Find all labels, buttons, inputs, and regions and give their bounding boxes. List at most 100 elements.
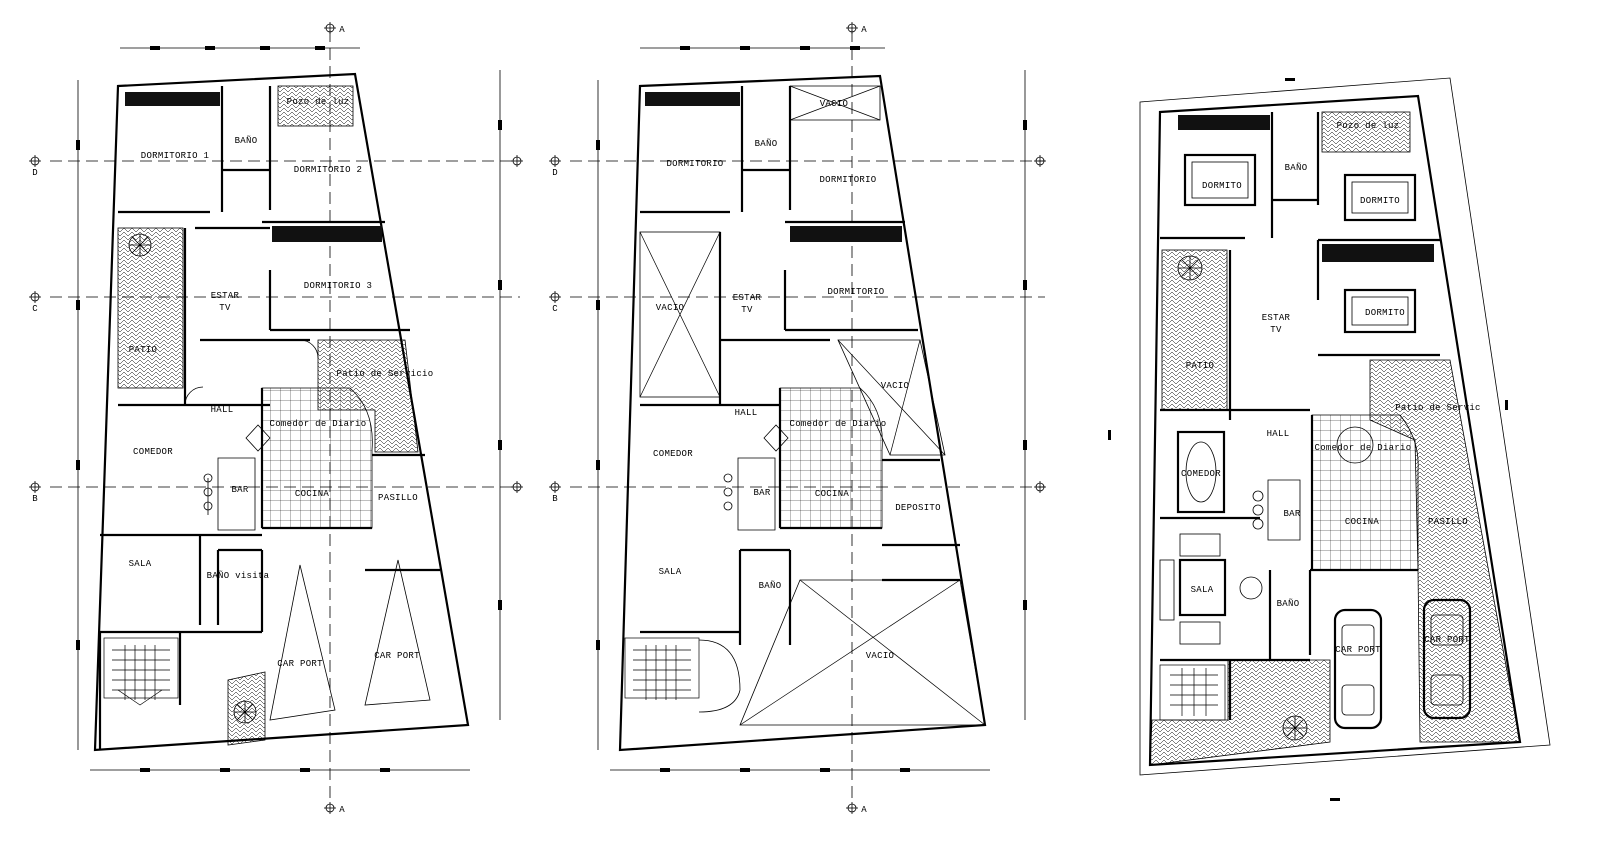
plan-second-floor: D C B A A VACIO DORMITORIO DOR (548, 21, 1047, 815)
room-label-deposito: DEPOSITO (895, 503, 941, 513)
room-label-dormitorio-1: DORMITO (1202, 181, 1242, 191)
room-label-bar: BAR (753, 488, 770, 498)
carport-outline (364, 559, 431, 706)
sofa-icon (1159, 533, 1263, 645)
room-label-cocina: COCINA (295, 489, 330, 499)
stair-icon (624, 637, 741, 713)
room-label-car-port-2: CAR PORT (374, 651, 420, 661)
tree-icon (128, 233, 257, 724)
room-label-patio: PATIO (129, 345, 158, 355)
tree-icon (1177, 255, 1308, 741)
patio-hatch (117, 227, 184, 389)
room-label-sala: SALA (1191, 585, 1214, 595)
room-label-cocina: COCINA (815, 489, 850, 499)
kitchen-tile (779, 387, 883, 529)
room-label-patio: PATIO (1186, 361, 1215, 371)
pozo-hatch (1321, 111, 1411, 153)
room-label-hall: HALL (735, 408, 758, 418)
plan-first-floor: D C B A A (28, 21, 524, 815)
plan-furnished: Pozo de luz DORMITO DORMITO DORMITO BAÑO… (1108, 77, 1551, 801)
window-band (272, 226, 382, 242)
room-label-car-port-1: CAR PORT (1335, 645, 1381, 655)
room-label-dormitorio-3: DORMITO (1365, 308, 1405, 318)
room-label-comedor-diario: Comedor de Diario (270, 419, 367, 429)
site-boundary (1139, 77, 1551, 776)
room-label-dormitorio-2: DORMITO (1360, 196, 1400, 206)
axis-b-label: B (552, 494, 558, 504)
room-label-comedor-diario: Comedor de Diario (1315, 443, 1412, 453)
axis-d-label: D (32, 168, 37, 178)
room-label-bano-visita: BAÑO visita (207, 570, 270, 581)
bed-icon (1183, 153, 1417, 334)
room-label-hall: HALL (1267, 429, 1290, 439)
room-label-car-port-1: CAR PORT (277, 659, 323, 669)
kitchen-tile (261, 387, 373, 529)
room-label-estar: ESTAR (733, 293, 762, 303)
room-label-sala: SALA (659, 567, 682, 577)
dim-ticks-plan1 (76, 46, 502, 772)
axis-a-label-top: A (861, 25, 867, 35)
axis-b-label: B (32, 494, 38, 504)
entry-garden-hatch (1149, 659, 1331, 766)
room-label-tv: TV (219, 303, 231, 313)
room-label-dormitorio-3: DORMITORIO (827, 287, 884, 297)
room-label-tv: TV (741, 305, 753, 315)
room-label-vacio-top: VACIO (820, 99, 849, 109)
room-label-vacio-bottom: VACIO (866, 651, 895, 661)
axis-c-label: C (32, 304, 38, 314)
void-bottom (739, 579, 986, 726)
room-label-bano: BAÑO (235, 135, 258, 146)
room-label-bar: BAR (231, 485, 248, 495)
room-label-bano-2: BAÑO (759, 580, 782, 591)
room-label-dormitorio-1: DORMITORIO (666, 159, 723, 169)
kitchen-tile (1311, 414, 1419, 571)
stair-icon (1159, 664, 1226, 721)
room-label-tv: TV (1270, 325, 1282, 335)
stair-icon (103, 637, 179, 706)
window-band (125, 92, 220, 106)
room-label-pozo-de-luz: Pozo de luz (1337, 121, 1400, 131)
window-band (1178, 115, 1270, 130)
room-label-estar: ESTAR (1262, 313, 1291, 323)
car-icon (1333, 598, 1472, 730)
room-label-hall: HALL (211, 405, 234, 415)
room-label-car-port-2: CAR PORT (1424, 635, 1470, 645)
room-label-bar: BAR (1283, 509, 1300, 519)
room-label-sala: SALA (129, 559, 152, 569)
outer-wall (93, 72, 470, 752)
room-label-comedor-diario: Comedor de Diario (790, 419, 887, 429)
axis-d-label: D (552, 168, 557, 178)
room-label-dormitorio-3: DORMITORIO 3 (304, 281, 372, 291)
axis-a-label-bottom: A (861, 805, 867, 815)
room-label-pasillo: PASILLO (1428, 517, 1468, 527)
room-label-comedor: COMEDOR (1181, 469, 1221, 479)
room-label-pozo-de-luz: Pozo de luz (287, 97, 350, 107)
window-band (645, 92, 740, 106)
pozo-hatch (277, 85, 354, 127)
axis-a-label-top: A (339, 25, 345, 35)
entry-garden-hatch (227, 671, 266, 746)
room-label-bano-2: BAÑO (1277, 598, 1300, 609)
window-band (790, 226, 902, 242)
room-label-patio-servicio: Patio de Servicio (337, 369, 434, 379)
room-label-comedor: COMEDOR (653, 449, 693, 459)
room-label-bano: BAÑO (755, 138, 778, 149)
room-label-pasillo: PASILLO (378, 493, 418, 503)
room-label-dormitorio-2: DORMITORIO 2 (294, 165, 362, 175)
axis-c-label: C (552, 304, 558, 314)
room-label-cocina: COCINA (1345, 517, 1380, 527)
window-band (1322, 244, 1434, 262)
room-label-patio-servicio: Patio de Servic (1395, 403, 1481, 413)
axis-a-label-bottom: A (339, 805, 345, 815)
dim-ticks-plan2 (596, 46, 1027, 772)
room-label-vacio-left: VACIO (656, 303, 685, 313)
room-label-estar: ESTAR (211, 291, 240, 301)
carport-outline (269, 564, 336, 721)
patio-hatch (1161, 249, 1228, 411)
room-label-comedor: COMEDOR (133, 447, 173, 457)
room-label-bano: BAÑO (1285, 162, 1308, 173)
room-label-dormitorio-2: DORMITORIO (819, 175, 876, 185)
dining-table-icon (1176, 426, 1374, 514)
room-label-dormitorio-1: DORMITORIO 1 (141, 151, 209, 161)
